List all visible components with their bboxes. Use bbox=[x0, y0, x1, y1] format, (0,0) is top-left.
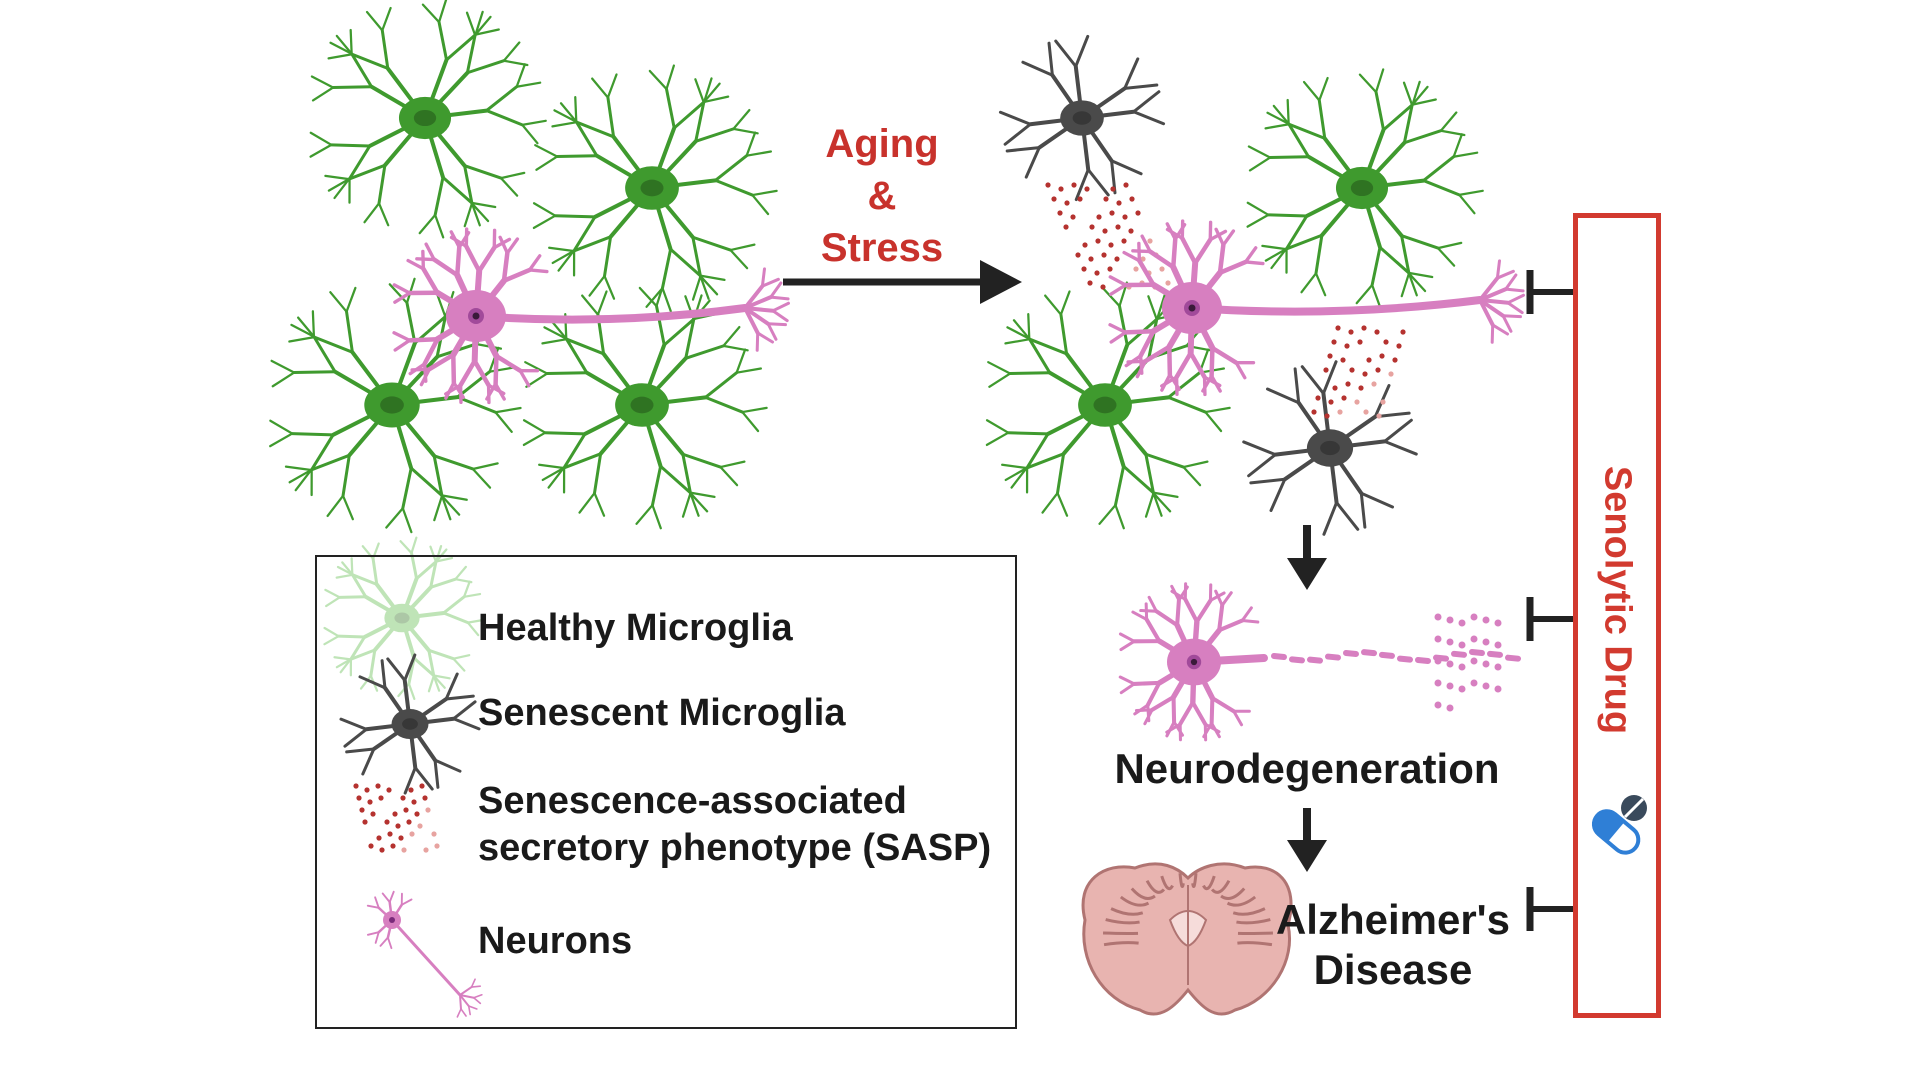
inhibition-line-top bbox=[1526, 270, 1576, 314]
senolytic-drug-label: Senolytic Drug bbox=[1596, 465, 1639, 735]
degenerating-neuron bbox=[1118, 582, 1521, 742]
aging-arrow bbox=[783, 260, 1022, 304]
aging-stress-label: Aging & Stress bbox=[812, 118, 952, 274]
healthy-microglia-5 bbox=[1246, 68, 1484, 309]
sasp-particles-1 bbox=[1045, 182, 1171, 290]
legend-neuron-icon bbox=[366, 890, 483, 1018]
healthy-neuron bbox=[392, 227, 790, 405]
alzheimers-label: Alzheimer's Disease bbox=[1262, 895, 1524, 995]
legend-neurons-label: Neurons bbox=[478, 920, 633, 962]
senescent-microglia-2 bbox=[1242, 360, 1418, 536]
legend-sasp-icon bbox=[353, 783, 440, 853]
down-arrow-alzheimers bbox=[1287, 808, 1327, 872]
senolytic-drug-box bbox=[1573, 213, 1661, 1018]
healthy-microglia-1 bbox=[309, 0, 547, 239]
ampersand-label: & bbox=[867, 174, 897, 218]
neurodegeneration-label: Neurodegeneration bbox=[1114, 745, 1500, 792]
sasp-particles-2 bbox=[1311, 325, 1406, 419]
stressed-neuron bbox=[1108, 219, 1525, 397]
legend bbox=[315, 555, 1017, 1029]
healthy-microglia-2 bbox=[532, 64, 778, 313]
legend-sasp-label-line1: Senescence-associated bbox=[478, 780, 907, 822]
stress-label: Stress bbox=[820, 226, 944, 270]
alzheimers-label-line1: Alzheimer's bbox=[1275, 896, 1511, 943]
legend-senescent-microglia-icon bbox=[339, 653, 481, 795]
pill-capsule-icon bbox=[1591, 795, 1647, 855]
aging-label: Aging bbox=[825, 122, 939, 166]
inhibition-line-middle bbox=[1526, 597, 1576, 641]
legend-senescent-microglia-label: Senescent Microglia bbox=[478, 692, 846, 734]
senescent-microglia-1 bbox=[998, 34, 1166, 202]
legend-sasp-label-line2: secretory phenotype (SASP) bbox=[478, 827, 992, 869]
healthy-microglia-3 bbox=[269, 277, 522, 534]
inhibition-line-bottom bbox=[1526, 887, 1576, 931]
brain-coronal-section bbox=[1081, 862, 1293, 1016]
alzheimers-label-line2: Disease bbox=[1313, 946, 1473, 993]
down-arrow-neurodegeneration bbox=[1287, 525, 1327, 590]
legend-healthy-microglia-label: Healthy Microglia bbox=[478, 607, 793, 649]
